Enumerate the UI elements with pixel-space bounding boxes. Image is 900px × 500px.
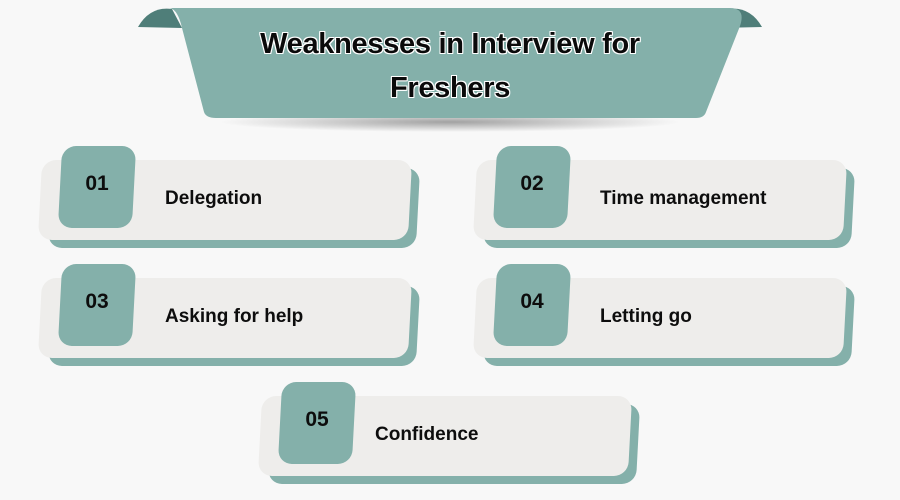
title-line-2: Freshers [389,72,511,104]
item-label: Confidence [375,424,479,445]
title-banner: Weaknesses in Interview for Freshers [0,0,900,140]
item-number: 03 [85,290,109,313]
title-line-1: Weaknesses in Interview for [260,28,640,60]
weakness-card-1: 01 Delegation [37,146,421,250]
weakness-card-3: 03 Asking for help [37,264,421,368]
item-number: 01 [85,172,109,195]
item-number: 05 [305,408,329,431]
weakness-card-5: 05 Confidence [257,382,641,486]
weakness-card-2: 02 Time management [472,146,856,250]
page-title: Weaknesses in Interview for Freshers [200,22,700,110]
item-label: Time management [600,188,767,209]
ribbon-shape [138,8,762,132]
item-number: 02 [520,172,544,195]
item-label: Asking for help [165,306,304,327]
item-number: 04 [520,290,544,313]
weakness-card-4: 04 Letting go [472,264,856,368]
item-label: Delegation [165,188,263,209]
item-label: Letting go [600,306,692,327]
